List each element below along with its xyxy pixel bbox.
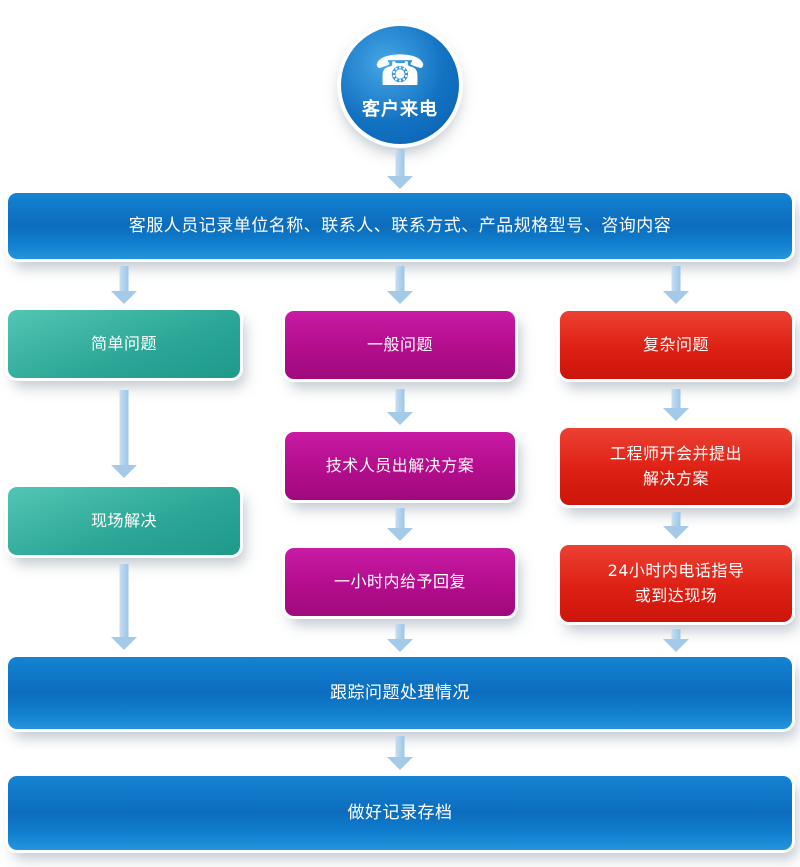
start-node-customer-call: ☎ 客户来电 — [341, 26, 459, 144]
reply-within-hour-box: 一小时内给予回复 — [285, 548, 515, 616]
arrow-record-to-complex — [663, 266, 689, 304]
arrow-call-to-record — [387, 149, 413, 189]
onsite-resolve-box: 现场解决 — [8, 487, 240, 555]
phone-guide-label: 24小时内电话指导 或到达现场 — [607, 560, 745, 605]
arrow-onsite-to-track — [111, 564, 137, 650]
arrow-simple-to-onsite — [111, 390, 137, 478]
record-info-label: 客服人员记录单位名称、联系人、联系方式、产品规格型号、咨询内容 — [128, 215, 672, 236]
arrow-track-to-archive — [387, 736, 413, 770]
complex-problem-label: 复杂问题 — [642, 334, 709, 354]
onsite-resolve-label: 现场解决 — [90, 510, 157, 530]
start-node-label: 客户来电 — [362, 98, 438, 120]
archive-label: 做好记录存档 — [347, 802, 453, 823]
track-progress-bar: 跟踪问题处理情况 — [8, 657, 792, 729]
general-problem-box: 一般问题 — [285, 311, 515, 379]
simple-problem-label: 简单问题 — [90, 333, 157, 353]
track-progress-label: 跟踪问题处理情况 — [330, 682, 470, 703]
arrow-guide-to-track — [663, 629, 689, 652]
phone-icon: ☎ — [373, 45, 427, 95]
arrow-meeting-to-guide — [663, 512, 689, 539]
phone-guide-box: 24小时内电话指导 或到达现场 — [560, 545, 792, 622]
simple-problem-box: 简单问题 — [8, 310, 240, 378]
archive-bar: 做好记录存档 — [8, 776, 792, 850]
arrow-complex-to-meeting — [663, 389, 689, 421]
arrow-record-to-simple — [111, 266, 137, 304]
engineer-meeting-box: 工程师开会并提出 解决方案 — [560, 428, 792, 505]
arrow-general-to-tech — [387, 389, 413, 425]
tech-solution-box: 技术人员出解决方案 — [285, 432, 515, 500]
general-problem-label: 一般问题 — [366, 334, 433, 354]
tech-solution-label: 技术人员出解决方案 — [325, 455, 475, 475]
reply-within-hour-label: 一小时内给予回复 — [333, 571, 466, 591]
record-info-bar: 客服人员记录单位名称、联系人、联系方式、产品规格型号、咨询内容 — [8, 193, 792, 259]
engineer-meeting-label: 工程师开会并提出 解决方案 — [609, 443, 742, 488]
arrow-reply-to-track — [387, 624, 413, 652]
complex-problem-box: 复杂问题 — [560, 311, 792, 379]
arrow-record-to-general — [387, 266, 413, 304]
arrow-tech-to-reply — [387, 508, 413, 541]
